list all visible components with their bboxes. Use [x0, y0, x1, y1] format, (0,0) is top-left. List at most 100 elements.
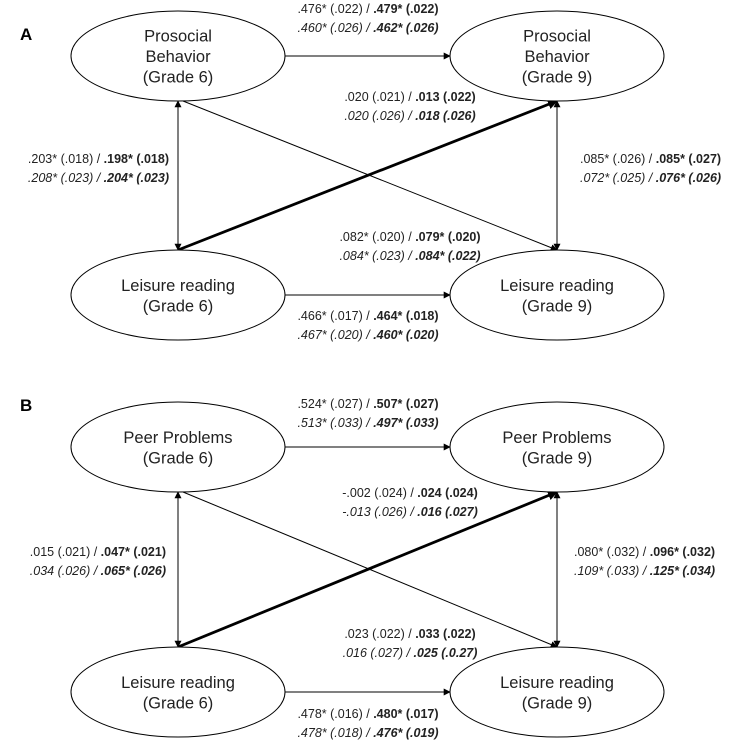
- coef-segment: .478* (.018) /: [297, 726, 373, 740]
- coef-segment: .109* (.033) /: [574, 564, 650, 578]
- coef-segment: .085* (.027): [656, 152, 721, 166]
- coef-segment: .072* (.025) /: [580, 171, 656, 185]
- coef-line: .476* (.022) / .479* (.022): [297, 2, 438, 16]
- coef-segment: .024 (.024): [417, 486, 477, 500]
- coef-segment: .080* (.032) /: [574, 545, 650, 559]
- coef-segment: .020 (.021) /: [344, 90, 415, 104]
- coef-segment: .480* (.017): [373, 707, 438, 721]
- node-label-line: (Grade 9): [522, 297, 593, 315]
- coef-line: .109* (.033) / .125* (.034): [574, 564, 715, 578]
- coef-segment: .084* (.023) /: [339, 249, 415, 263]
- node-label-line: (Grade 9): [522, 449, 593, 467]
- coef-segment: .013 (.022): [415, 90, 475, 104]
- node-ellipse: [449, 249, 665, 341]
- coef-diag-down: .082* (.020) / .079* (.020).084* (.023) …: [339, 230, 480, 263]
- node-label-line: Behavior: [524, 48, 590, 66]
- coef-segment: .513* (.033) /: [297, 416, 373, 430]
- coef-segment: .462* (.026): [373, 21, 438, 35]
- coef-line: .020 (.021) / .013 (.022): [344, 90, 475, 104]
- node-label-line: (Grade 6): [143, 449, 214, 467]
- coef-line: -.013 (.026) / .016 (.027): [342, 505, 478, 519]
- node-label-line: Peer Problems: [123, 429, 232, 447]
- coef-segment: -.002 (.024) /: [342, 486, 417, 500]
- coef-line: .084* (.023) / .084* (.022): [339, 249, 480, 263]
- coef-segment: .065* (.026): [101, 564, 166, 578]
- coef-segment: .467* (.020) /: [297, 328, 373, 342]
- coef-line: .203* (.018) / .198* (.018): [28, 152, 169, 166]
- node-bottom-left: Leisure reading(Grade 6): [70, 646, 286, 738]
- coef-bottom-path: .478* (.016) / .480* (.017).478* (.018) …: [297, 707, 438, 740]
- coef-segment: .464* (.018): [373, 309, 438, 323]
- coef-segment: .524* (.027) /: [297, 397, 373, 411]
- node-top-left: Peer Problems (Grade 6): [70, 401, 286, 493]
- coef-top-path: .476* (.022) / .479* (.022) .460* (.026) …: [297, 2, 438, 35]
- coef-diag-up: -.002 (.024) / .024 (.024)-.013 (.026) /…: [342, 486, 478, 519]
- node-top-right: Peer Problems(Grade 9): [449, 401, 665, 493]
- coef-line: .467* (.020) / .460* (.020): [297, 328, 438, 342]
- node-label-line: (Grade 6): [143, 69, 214, 87]
- coef-line: .016 (.027) / .025 (.0.27): [343, 646, 478, 660]
- coef-segment: .203* (.018) /: [28, 152, 104, 166]
- coef-segment: .460* (.026) /: [297, 21, 373, 35]
- node-bottom-right: Leisure reading(Grade 9): [449, 646, 665, 738]
- coef-left-path: .015 (.021) / .047* (.021) .034 (.026) / …: [30, 545, 166, 578]
- coef-line: .015 (.021) / .047* (.021): [30, 545, 166, 559]
- coef-segment: .018 (.026): [415, 109, 475, 123]
- coef-segment: .479* (.022): [373, 2, 438, 16]
- coef-line: .478* (.016) / .480* (.017): [297, 707, 438, 721]
- coef-segment: .084* (.022): [415, 249, 480, 263]
- coef-segment: .076* (.026): [656, 171, 721, 185]
- coef-segment: .198* (.018): [104, 152, 169, 166]
- node-bottom-left: Leisure reading(Grade 6): [70, 249, 286, 341]
- coef-segment: .047* (.021): [101, 545, 166, 559]
- coef-bottom-path: .466* (.017) / .464* (.018).467* (.020) …: [297, 309, 438, 342]
- node-label-line: Prosocial: [523, 28, 591, 46]
- node-label-line: (Grade 6): [143, 694, 214, 712]
- coef-line: .085* (.026) / .085* (.027): [580, 152, 721, 166]
- node-label-line: Prosocial: [144, 28, 212, 46]
- coef-segment: .023 (.022) /: [344, 627, 415, 641]
- coef-segment: .466* (.017) /: [297, 309, 373, 323]
- node-ellipse: [449, 646, 665, 738]
- coef-segment: .460* (.020): [373, 328, 438, 342]
- node-label-line: Behavior: [145, 48, 211, 66]
- coef-line: -.002 (.024) / .024 (.024): [342, 486, 478, 500]
- node-ellipse: [70, 10, 286, 102]
- path-diagonal-down: [182, 100, 558, 251]
- node-ellipse: [449, 401, 665, 493]
- coef-line: .513* (.033) / .497* (.033): [297, 416, 438, 430]
- node-label-line: Leisure reading: [500, 277, 614, 295]
- coef-line: .034 (.026) / .065* (.026): [30, 564, 166, 578]
- node-ellipse: [70, 401, 286, 493]
- coef-line: .020 (.026) / .018 (.026): [344, 109, 475, 123]
- panel-letter: A: [20, 25, 32, 44]
- coef-left-path: .203* (.018) / .198* (.018) .208* (.023) …: [28, 152, 169, 185]
- node-ellipse: [70, 646, 286, 738]
- coef-line: .478* (.018) / .476* (.019): [297, 726, 438, 740]
- path-diagonal-down: [182, 491, 558, 648]
- path-diagonal-up: [177, 99, 558, 252]
- coef-line: .208* (.023) / .204* (.023): [28, 171, 169, 185]
- coef-segment: .033 (.022): [415, 627, 475, 641]
- coef-segment: .082* (.020) /: [339, 230, 415, 244]
- coef-segment: .025 (.0.27): [413, 646, 477, 660]
- coef-segment: .020 (.026) /: [344, 109, 415, 123]
- coef-segment: .079* (.020): [415, 230, 480, 244]
- coef-segment: .476* (.019): [373, 726, 438, 740]
- node-label-line: (Grade 9): [522, 69, 593, 87]
- coef-segment: .096* (.032): [650, 545, 715, 559]
- coef-segment: -.013 (.026) /: [342, 505, 417, 519]
- coef-segment: .016 (.027): [417, 505, 477, 519]
- coef-line: .524* (.027) / .507* (.027): [297, 397, 438, 411]
- node-bottom-right: Leisure reading (Grade 9): [449, 249, 665, 341]
- coef-segment: .478* (.016) /: [297, 707, 373, 721]
- coef-segment: .085* (.026) /: [580, 152, 656, 166]
- coef-segment: .507* (.027): [373, 397, 438, 411]
- node-ellipse: [449, 10, 665, 102]
- coef-line: .466* (.017) / .464* (.018): [297, 309, 438, 323]
